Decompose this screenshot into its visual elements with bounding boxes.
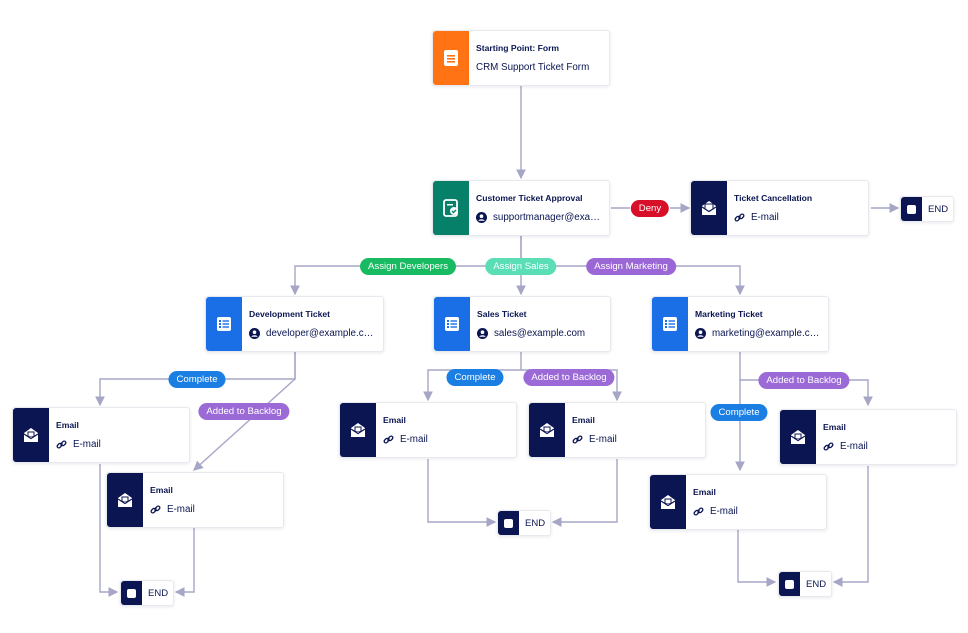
node-title: Email bbox=[693, 487, 716, 497]
condition-dev-backlog[interactable]: Added to Backlog bbox=[198, 403, 290, 420]
condition-assign-sales[interactable]: Assign Sales bbox=[485, 258, 557, 275]
email-icon bbox=[780, 410, 816, 464]
user-icon bbox=[249, 328, 260, 339]
user-icon bbox=[477, 328, 488, 339]
node-subtitle: E-mail bbox=[73, 439, 101, 450]
sales-ticket-node[interactable]: Sales Ticket sales@example.com bbox=[433, 296, 611, 352]
node-title: Email bbox=[150, 485, 173, 495]
email-node-dev-complete[interactable]: Email E-mail bbox=[12, 407, 190, 463]
link-icon bbox=[572, 435, 583, 444]
node-subtitle: E-mail bbox=[710, 506, 738, 517]
assign-form-icon bbox=[434, 297, 470, 351]
link-icon bbox=[150, 505, 161, 514]
stop-icon bbox=[498, 511, 519, 535]
assign-form-icon bbox=[652, 297, 688, 351]
node-subtitle: E-mail bbox=[751, 212, 779, 223]
node-subtitle: sales@example.com bbox=[494, 328, 586, 339]
ticket-cancellation-node[interactable]: Ticket Cancellation E-mail bbox=[690, 180, 869, 236]
email-node-dev-backlog[interactable]: Email E-mail bbox=[106, 472, 284, 528]
node-title: Sales Ticket bbox=[477, 309, 527, 319]
node-title: Starting Point: Form bbox=[476, 43, 560, 53]
node-subtitle: E-mail bbox=[167, 504, 195, 515]
condition-assign-developers[interactable]: Assign Developers bbox=[360, 258, 456, 275]
email-icon bbox=[340, 403, 376, 457]
email-icon bbox=[107, 473, 143, 527]
email-icon bbox=[529, 403, 565, 457]
node-subtitle: developer@example.com bbox=[266, 328, 375, 339]
start-form-node[interactable]: Starting Point: Form CRM Support Ticket … bbox=[432, 30, 610, 86]
condition-sales-backlog[interactable]: Added to Backlog bbox=[523, 369, 615, 386]
condition-sales-complete[interactable]: Complete bbox=[446, 369, 504, 386]
email-icon bbox=[13, 408, 49, 462]
end-label: END bbox=[525, 517, 546, 529]
email-icon bbox=[691, 181, 727, 235]
approval-icon bbox=[433, 181, 469, 235]
email-node-sales-backlog[interactable]: Email E-mail bbox=[528, 402, 706, 458]
user-icon bbox=[695, 328, 706, 339]
link-icon bbox=[693, 507, 704, 516]
link-icon bbox=[383, 435, 394, 444]
email-node-marketing-backlog[interactable]: Email E-mail bbox=[779, 409, 957, 465]
form-icon bbox=[433, 31, 469, 85]
condition-assign-marketing[interactable]: Assign Marketing bbox=[586, 258, 676, 275]
condition-dev-complete[interactable]: Complete bbox=[168, 371, 226, 388]
connector-sales-email-end bbox=[427, 459, 497, 527]
customer-ticket-approval-node[interactable]: Customer Ticket Approval supportmanager@… bbox=[432, 180, 610, 236]
node-subtitle: marketing@example.com bbox=[712, 328, 820, 339]
node-subtitle: supportmanager@example.com bbox=[493, 212, 601, 223]
node-title: Development Ticket bbox=[249, 309, 331, 319]
node-subtitle: E-mail bbox=[400, 434, 428, 445]
connector-mkt-email2-end bbox=[832, 466, 869, 587]
link-icon bbox=[823, 442, 834, 451]
node-subtitle: E-mail bbox=[589, 434, 617, 445]
node-title: Email bbox=[572, 415, 595, 425]
end-label: END bbox=[928, 203, 949, 215]
marketing-ticket-node[interactable]: Marketing Ticket marketing@example.com bbox=[651, 296, 829, 352]
end-node-sales[interactable]: END bbox=[497, 510, 551, 536]
node-title: Customer Ticket Approval bbox=[476, 193, 583, 203]
connector-sales-email2-end bbox=[551, 459, 618, 527]
end-label: END bbox=[806, 578, 827, 590]
end-node-marketing[interactable]: END bbox=[778, 571, 832, 597]
stop-icon bbox=[901, 197, 922, 221]
connector-dev-backlog bbox=[193, 352, 296, 471]
assign-form-icon bbox=[206, 297, 242, 351]
node-subtitle: E-mail bbox=[840, 441, 868, 452]
link-icon bbox=[734, 213, 745, 222]
user-icon bbox=[476, 212, 487, 223]
email-icon bbox=[650, 475, 686, 529]
node-title: Email bbox=[823, 422, 846, 432]
email-node-sales-complete[interactable]: Email E-mail bbox=[339, 402, 517, 458]
node-title: Ticket Cancellation bbox=[734, 193, 813, 203]
condition-marketing-backlog[interactable]: Added to Backlog bbox=[758, 372, 850, 389]
node-title: Email bbox=[56, 420, 79, 430]
end-node-cancellation[interactable]: END bbox=[900, 196, 954, 222]
development-ticket-node[interactable]: Development Ticket developer@example.com bbox=[205, 296, 384, 352]
node-title: Marketing Ticket bbox=[695, 309, 763, 319]
link-icon bbox=[56, 440, 67, 449]
stop-icon bbox=[121, 581, 142, 605]
connector-dev-email2-end bbox=[174, 528, 195, 597]
email-node-marketing-complete[interactable]: Email E-mail bbox=[649, 474, 827, 530]
node-title: Email bbox=[383, 415, 406, 425]
end-node-development[interactable]: END bbox=[120, 580, 174, 606]
condition-marketing-complete[interactable]: Complete bbox=[710, 404, 768, 421]
end-label: END bbox=[148, 587, 169, 599]
connector-mkt-email-end bbox=[737, 530, 777, 587]
stop-icon bbox=[779, 572, 800, 596]
node-subtitle: CRM Support Ticket Form bbox=[476, 62, 590, 73]
condition-deny[interactable]: Deny bbox=[630, 200, 670, 217]
connector-dev-email-end bbox=[99, 464, 119, 597]
